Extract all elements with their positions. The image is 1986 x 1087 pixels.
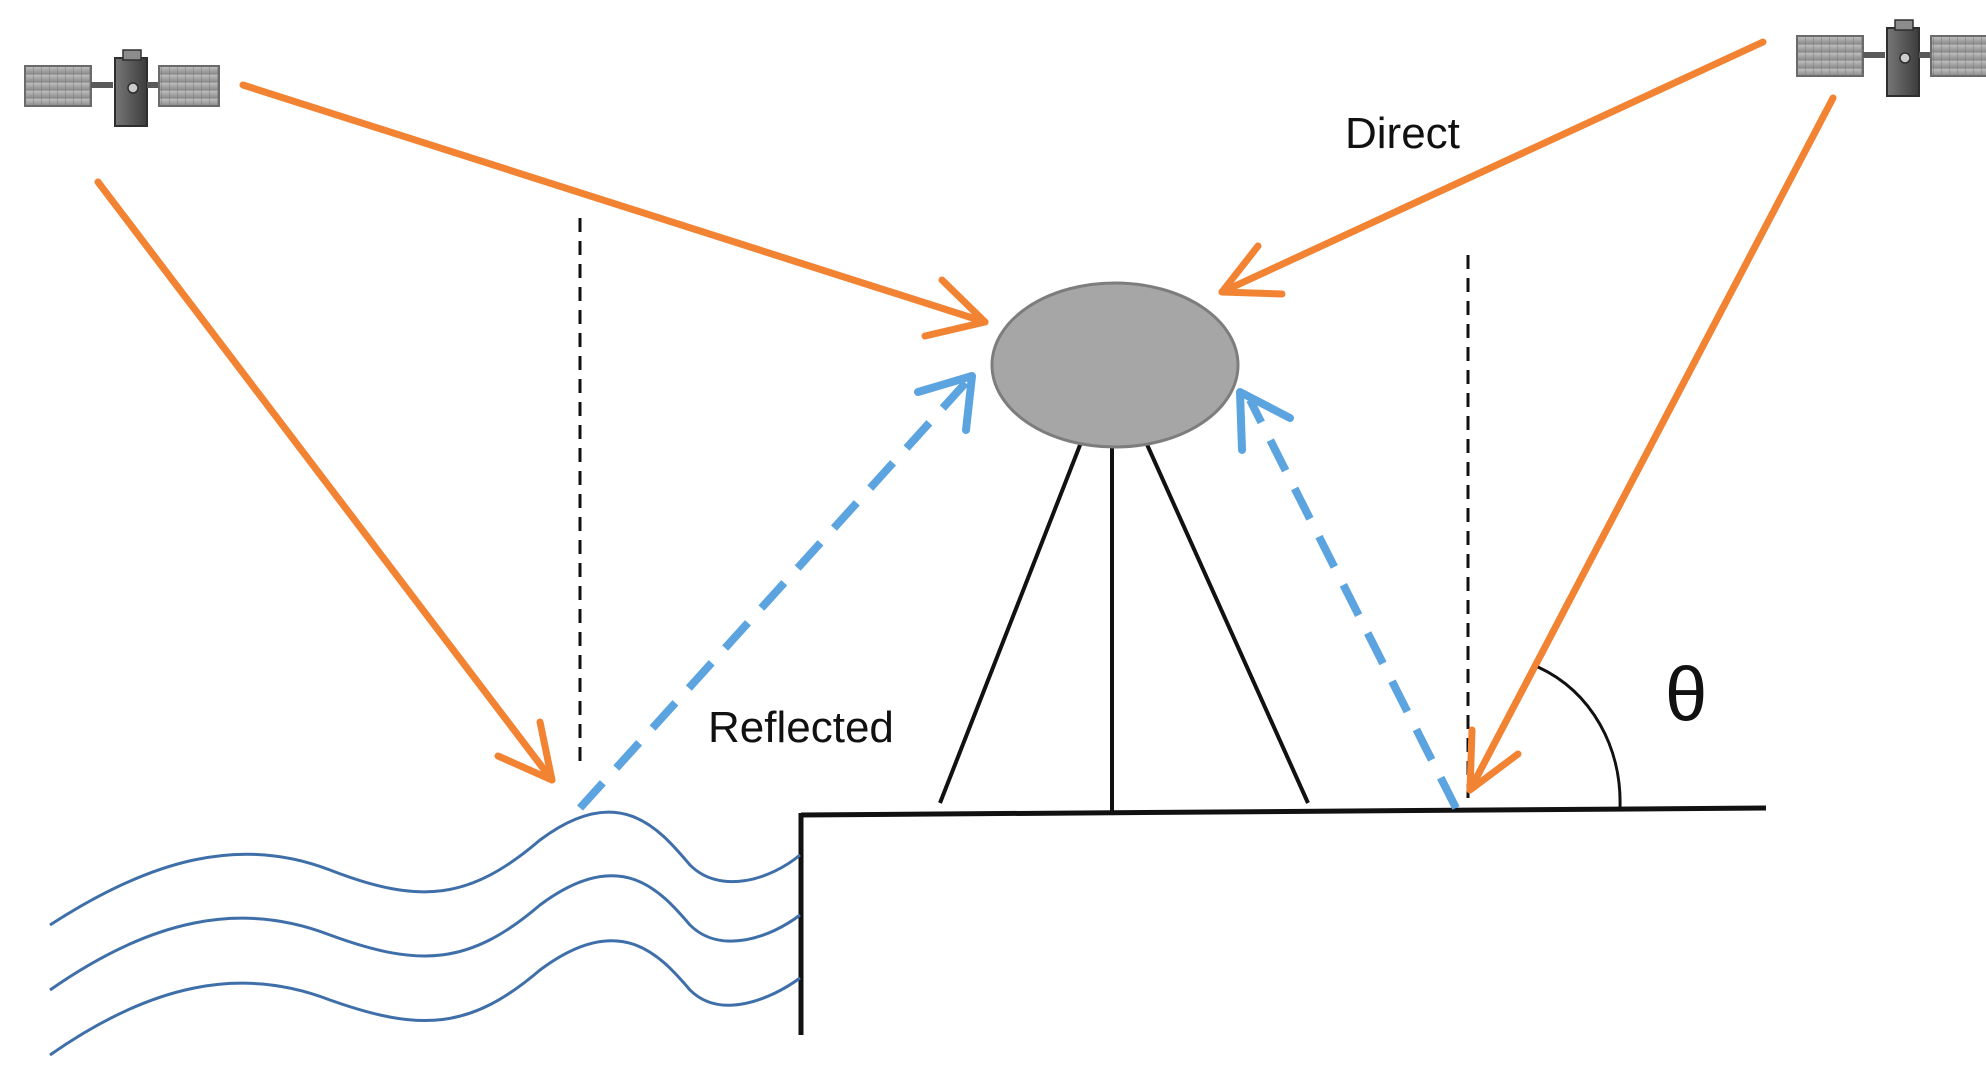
reflected-label: Reflected [708,703,894,752]
angle-theta-label: θ [1665,652,1707,737]
reflected-signal-arrow-1 [577,375,973,811]
direct-signal-arrow-2 [94,178,556,784]
reflected-arrowhead-2 [1236,388,1294,454]
right-satellite-icon [1796,19,1986,97]
direct-arrowhead-2 [494,718,556,784]
direct-arrowhead-1 [921,276,989,340]
direct-signal-arrow-1 [239,81,989,326]
direct-signal-arrow-4 [1466,94,1837,794]
elevation-angle-arc [1537,665,1622,809]
reflected-arrowhead-1 [914,372,976,434]
direct-arrowhead-3 [1218,242,1286,298]
antenna-dome [990,281,1240,449]
direct-label: Direct [1345,109,1460,158]
wave-line [49,874,801,992]
ground-line [800,805,1767,818]
wave-line [49,810,801,927]
left-satellite-icon [24,49,220,127]
reflected-signal-arrow-2 [1246,398,1460,810]
reflected-signals [577,372,1460,811]
wave-line [49,939,801,1057]
antenna-tripod [938,439,1310,812]
direct-signal-arrow-3 [1218,38,1767,296]
sea-waves [49,810,801,1057]
direct-arrowhead-4 [1466,726,1522,794]
direct-signals [94,38,1837,794]
